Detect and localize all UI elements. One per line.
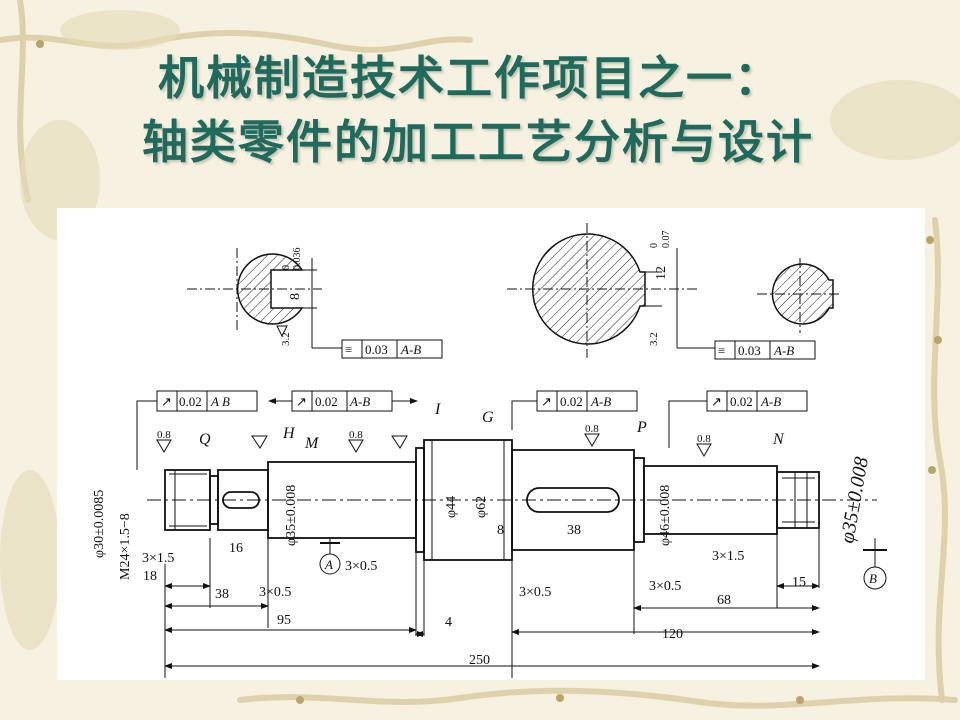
dim-d46: φ46±0.008 (658, 485, 673, 546)
slide-title-line2: 轴类零件的加工工艺分析与设计 (142, 115, 814, 169)
roughness-marks (156, 433, 712, 457)
datum-A: A (319, 538, 341, 575)
symmetry-datum-2: A-B (773, 343, 794, 358)
dim-d44: φ44 (444, 496, 459, 518)
label-N: N (772, 431, 785, 448)
svg-text:≡: ≡ (718, 343, 725, 358)
dim-len-18: 18 (143, 569, 157, 584)
symmetry-datum-1: A-B (400, 342, 421, 357)
section-view-3 (757, 258, 842, 333)
label-I: I (434, 401, 441, 418)
symmetry-tolerance-1: 0.03 (365, 342, 388, 357)
datum-B: B (863, 538, 887, 590)
svg-text:↗: ↗ (541, 394, 552, 409)
roughness-section-1: 3.2 (280, 332, 292, 346)
dim-d35: φ35±0.008 (284, 485, 299, 546)
runout-value-2: 0.02 (315, 394, 338, 409)
label-P: P (636, 419, 647, 436)
keyway-dim-2: 12 (654, 266, 669, 280)
label-G: G (482, 409, 494, 426)
dim-d30: φ30±0.0085 (92, 490, 107, 558)
runout-datum-4: A-B (760, 394, 781, 409)
dim-len-15: 15 (792, 575, 806, 590)
roughness-symbol (276, 325, 288, 338)
svg-text:↗: ↗ (711, 394, 722, 409)
shaft-drawing-panel: 8 0 0.036 3.2 ≡ 0.03 A-B 12 0 0.07 3.2 ≡… (57, 208, 925, 680)
roughness-label-1: 0.8 (157, 429, 171, 441)
dim-len-68: 68 (717, 593, 731, 608)
dim-chamfer-1: 3×1.5 (142, 551, 174, 566)
label-Q: Q (199, 431, 211, 448)
dim-d62: φ62 (474, 496, 489, 518)
datum-A-letter: A (324, 557, 333, 572)
runout-value-4: 0.02 (730, 394, 753, 409)
dim-len-8: 8 (497, 523, 504, 538)
dim-chamfer-b: 3×0.5 (259, 585, 291, 600)
symmetry-frame-1: ≡ 0.03 A-B (341, 339, 443, 359)
svg-text:↗: ↗ (296, 394, 307, 409)
shaft-engineering-drawing: 8 0 0.036 3.2 ≡ 0.03 A-B 12 0 0.07 3.2 ≡… (92, 223, 887, 678)
keyway-tol-lower-2: 0.07 (661, 231, 672, 249)
dim-chamfer-d: 3×0.5 (649, 579, 681, 594)
roughness-label-4: 0.8 (697, 433, 711, 445)
shaft-outline (147, 439, 877, 561)
dim-len-38b: 38 (567, 523, 581, 538)
label-M: M (304, 435, 320, 452)
svg-text:≡: ≡ (345, 342, 352, 357)
section-view-2 (507, 223, 715, 358)
label-H: H (282, 425, 296, 442)
keyway-tol-upper-2: 0 (649, 243, 660, 248)
dim-len-95: 95 (277, 613, 291, 628)
runout-datum-2: A-B (349, 394, 370, 409)
dimension-lines (164, 528, 820, 678)
runout-value-1: 0.02 (179, 394, 202, 409)
symmetry-tolerance-2: 0.03 (738, 343, 761, 358)
runout-frame-2: ↗ 0.02 A-B (268, 390, 418, 412)
runout-value-3: 0.02 (560, 394, 583, 409)
dim-chamfer-e: 3×1.5 (712, 549, 744, 564)
keyway-tol-upper-1: 0 (281, 265, 292, 270)
roughness-label-2: 0.8 (349, 429, 363, 441)
symmetry-frame-2: ≡ 0.03 A-B (714, 340, 816, 360)
runout-frame-1: ↗ 0.02 A B (136, 390, 258, 470)
dim-chamfer-c: 3×0.5 (519, 585, 551, 600)
section-view-1 (187, 248, 342, 349)
dim-len-16: 16 (229, 541, 243, 556)
keyway-tol-lower-1: 0.036 (292, 248, 303, 271)
svg-text:↗: ↗ (161, 394, 172, 409)
roughness-label-3: 0.8 (585, 423, 599, 435)
slide-title-line1: 机械制造技术工作项目之一： (158, 51, 782, 105)
runout-datum-1: A B (210, 394, 230, 409)
dim-len-250: 250 (469, 653, 490, 668)
runout-datum-3: A-B (590, 394, 611, 409)
dim-m24: M24×1.5−8 (118, 513, 133, 580)
dim-chamfer-a: 3×0.5 (345, 559, 377, 574)
runout-frame-3: ↗ 0.02 A-B (511, 390, 638, 430)
dim-len-120: 120 (662, 627, 683, 642)
dim-len-4: 4 (445, 615, 452, 630)
dim-len-38a: 38 (215, 587, 229, 602)
keyway-dim-1: 8 (288, 293, 303, 300)
datum-B-letter: B (869, 571, 877, 586)
runout-frame-4: ↗ 0.02 A-B (668, 390, 808, 448)
roughness-section-2: 3.2 (648, 332, 660, 346)
